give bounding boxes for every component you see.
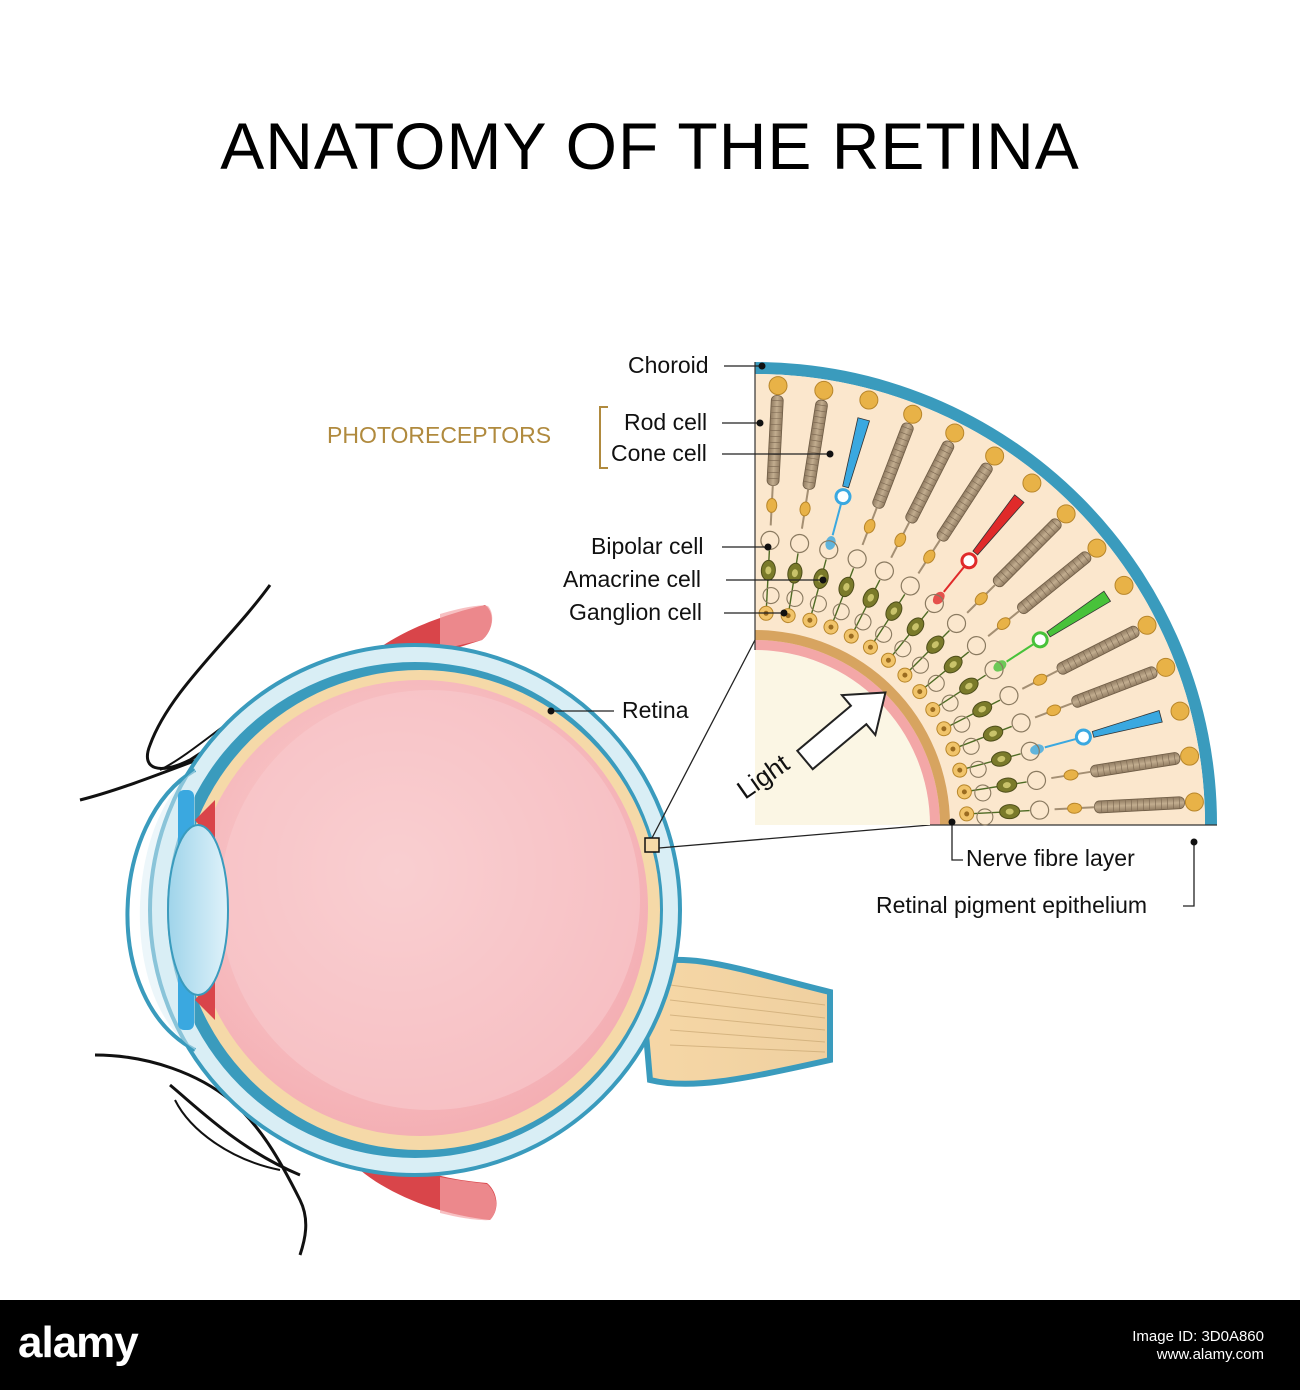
label-rod-cell: Rod cell [624,409,707,435]
light-arrow [795,691,887,771]
neuron-column [843,579,881,644]
photoreceptor [1020,701,1190,761]
label-cone-cell: Cone cell [611,440,707,466]
label-photoreceptors: PHOTORECEPTORS [327,422,551,448]
photoreceptor [1030,792,1204,820]
neuron-column [823,568,855,635]
neuron-column [936,699,1001,737]
eye-cross-section [79,584,833,1256]
retina-diagram: Light Choroid PHOTORECEPTORS Rod cell Co… [79,352,1218,1256]
photoreceptor [924,473,1042,614]
photoreceptor [874,423,965,581]
photoreceptor [847,404,923,569]
lower-eyelid [94,1053,308,1256]
neuron-column [758,550,780,621]
label-amacrine-cell: Amacrine cell [563,566,701,592]
photoreceptor [966,538,1107,656]
lens [167,824,229,996]
label-nerve-fibre-layer: Nerve fibre layer [966,845,1135,871]
neuron-column [945,725,1012,757]
retina-magnified-section: Light [651,362,1218,849]
photoreceptor [946,504,1076,634]
footer-bar: alamy Image ID: 3D0A860 www.alamy.com [0,1300,1300,1390]
label-retina: Retina [622,697,689,723]
footer-url: www.alamy.com [1156,1346,1264,1363]
optic-nerve [636,956,833,1087]
neuron-column [912,651,970,700]
photoreceptor [789,380,834,554]
labels: Choroid PHOTORECEPTORS Rod cell Cone cel… [327,352,1198,918]
neuron-column [959,804,1030,826]
photoreceptor [984,575,1134,680]
label-ganglion-cell: Ganglion cell [569,599,702,625]
photoreceptor [1026,746,1200,791]
photoreceptor [1011,657,1176,733]
neuron-column [925,674,987,718]
label-retinal-pigment-epithelium: Retinal pigment epithelium [876,892,1147,918]
retina-sample-box [644,837,660,853]
neuron-column [897,630,950,683]
footer-image-id: Image ID: 3D0A860 [1132,1328,1264,1345]
neuron-column [956,777,1027,802]
photoreceptor [819,390,879,560]
label-bipolar-cell: Bipolar cell [591,533,704,559]
footer-image-info: Image ID: 3D0A860 www.alamy.com [1132,1328,1264,1364]
cornea [125,768,197,1052]
footer-logo: alamy [18,1318,139,1367]
neuron-column [952,751,1021,778]
photoreceptor [900,446,1005,596]
neuron-column [880,610,929,668]
neuron-column [862,593,906,655]
photoreceptor [760,376,788,550]
photoreceptor [999,615,1157,706]
diagram-title: ANATOMY OF THE RETINA [220,109,1080,183]
label-choroid: Choroid [628,352,709,378]
